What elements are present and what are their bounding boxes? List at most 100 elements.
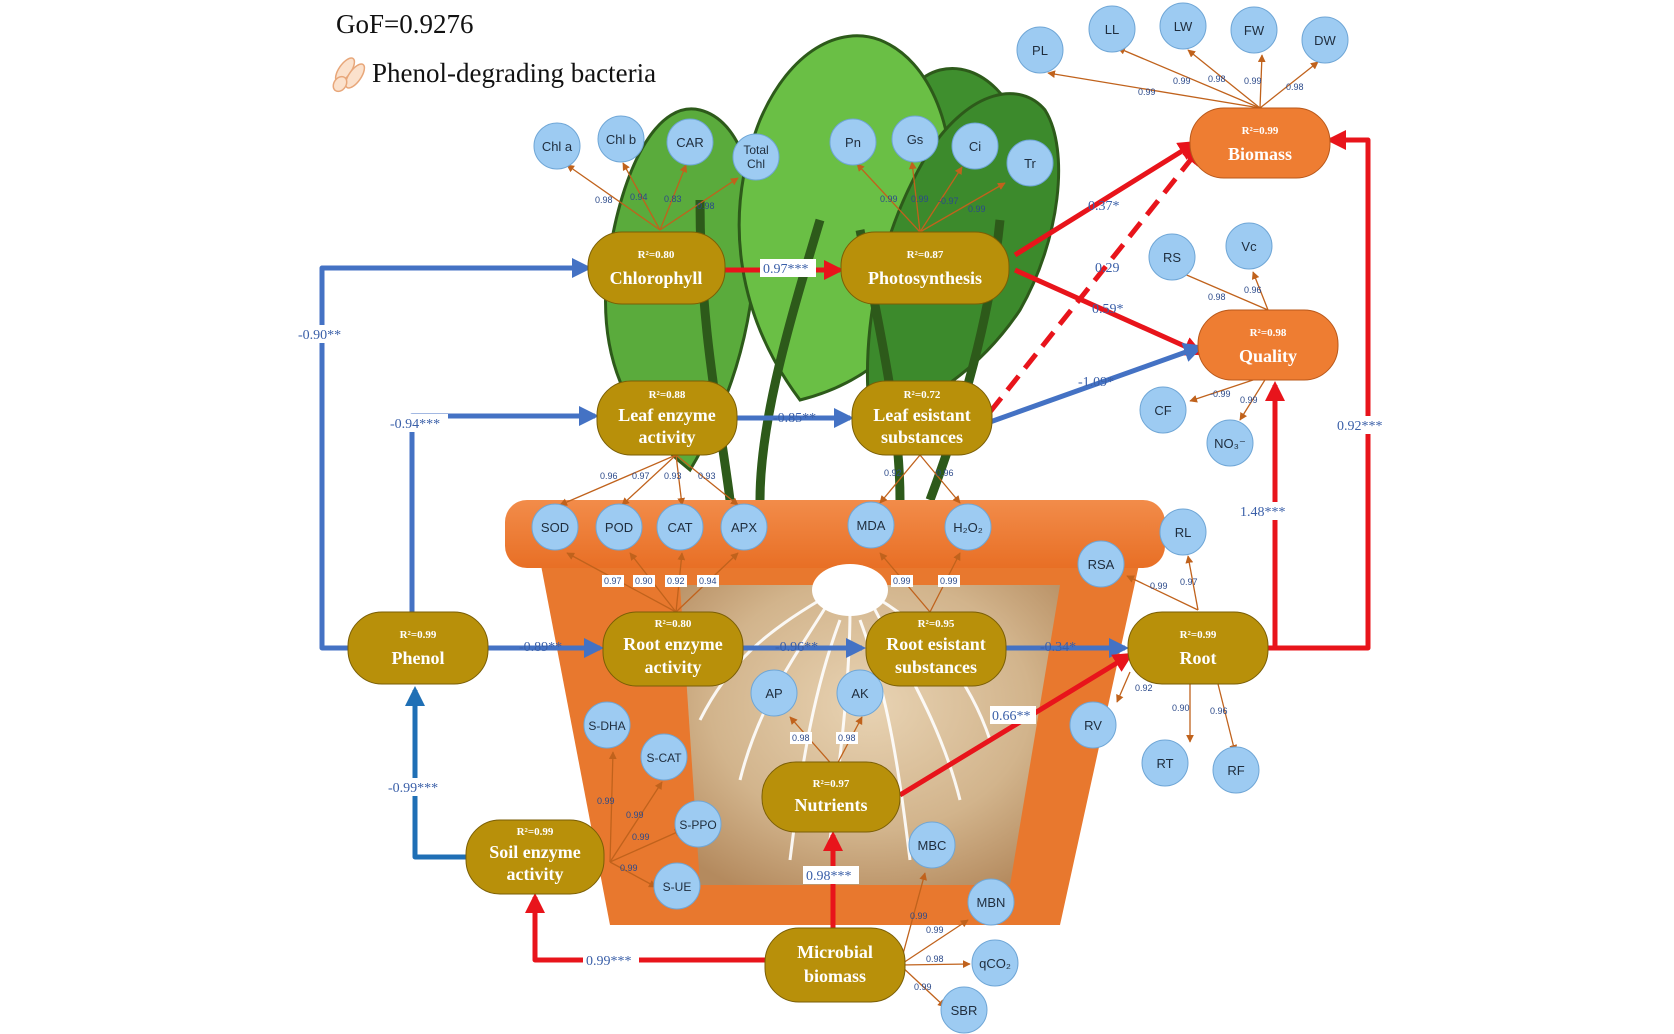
indicator-no3-label: NO₃⁻ (1214, 436, 1246, 451)
load-leaf-cat: 0.93 (664, 471, 682, 481)
latent-photosynthesis-r2: R²=0.87 (907, 249, 944, 261)
load-mbc: 0.99 (910, 911, 928, 921)
load-rs: 0.98 (1208, 292, 1226, 302)
indicator-rf-label: RF (1227, 763, 1244, 778)
indicator-qco2-label: qCO₂ (979, 956, 1011, 971)
legend-label: Phenol-degrading bacteria (372, 58, 656, 88)
latent-soil-enzyme-name-2: activity (507, 864, 564, 884)
latent-leaf-enzyme: R²=0.88 Leaf enzyme activity (596, 380, 738, 456)
indicator-no3: NO₃⁻ (1206, 419, 1254, 467)
load-cf: -0.99 (1210, 389, 1231, 399)
latent-photosynthesis-name: Photosynthesis (868, 268, 982, 288)
stem (755, 218, 825, 501)
indicator-ci-label: Ci (969, 139, 981, 154)
indicator-rsa: RSA (1077, 540, 1125, 588)
indicator-rf: RF (1212, 746, 1260, 794)
coef-micro-nutr: 0.98*** (806, 869, 852, 884)
indicator-gs-label: Gs (907, 132, 924, 147)
indicator-pl: PL (1016, 26, 1064, 74)
indicator-rs-label: RS (1163, 250, 1181, 265)
path-coefficients: 0.97*** 0.37* 0.29 0.59* -1.09* -0.85** … (294, 199, 1388, 969)
indicator-rsa-label: RSA (1088, 557, 1115, 572)
coef-leafres-quality: -1.09* (1078, 375, 1114, 390)
indicator-s-ppo-label: S-PPO (679, 818, 716, 832)
load-root-mda: 0.99 (893, 576, 911, 586)
indicator-mbc: MBC (908, 821, 956, 869)
indicator-mda-label: MDA (857, 518, 886, 533)
load-rsa: 0.99 (1150, 581, 1168, 591)
indicator-lw: LW (1159, 2, 1207, 50)
indicator-s-ue: S-UE (653, 862, 701, 910)
latent-leaf-enzyme-name-1: Leaf enzyme (618, 405, 715, 425)
indicator-ap: AP (750, 669, 798, 717)
indicator-rv: RV (1069, 701, 1117, 749)
coef-root-biomass: 0.92*** (1337, 419, 1383, 434)
coef-photo-biomass: 0.37* (1088, 199, 1120, 214)
load-rv: 0.92 (1135, 683, 1153, 693)
load-vc: 0.96 (1244, 285, 1262, 295)
indicator-chl-a: Chl a (533, 122, 581, 170)
indicator-chl-a-label: Chl a (542, 139, 573, 154)
latent-root-resistant-r2: R²=0.95 (918, 618, 955, 630)
coef-leafenz-leafres: -0.85** (773, 411, 816, 426)
indicator-cf-label: CF (1154, 403, 1171, 418)
coef-phenol-leafenz: -0.94*** (390, 417, 440, 432)
load-s-ppo: 0.99 (632, 832, 650, 842)
latent-root-r2: R²=0.99 (1180, 629, 1217, 641)
latent-root-enzyme-r2: R²=0.80 (655, 618, 692, 630)
indicator-total-chl-label-1: Total (743, 143, 768, 157)
load-lw: 0.98 (1208, 74, 1226, 84)
indicator-h2o2: H₂O₂ (944, 503, 992, 551)
load-ak: 0.98 (838, 733, 856, 743)
indicator-ak-label: AK (851, 686, 869, 701)
root-crown (812, 564, 888, 616)
latent-phenol-r2: R²=0.99 (400, 629, 437, 641)
latent-root-name: Root (1180, 648, 1217, 668)
load-chl-a: 0.98 (595, 195, 613, 205)
load-s-cat: 0.99 (626, 810, 644, 820)
load-rl: 0.97 (1180, 577, 1198, 587)
load-rt: 0.90 (1172, 703, 1190, 713)
coef-chl-photo: 0.97*** (763, 262, 809, 277)
bacteria-icon (332, 57, 366, 93)
indicator-tr: Tr (1006, 139, 1054, 187)
latent-microbial-name-2: biomass (804, 966, 866, 986)
load-leaf-mda: 0.92 (884, 468, 902, 478)
load-dw: 0.98 (1286, 82, 1304, 92)
load-root-pod: 0.90 (635, 576, 653, 586)
latent-biomass-name: Biomass (1228, 144, 1292, 164)
indicator-fw: FW (1230, 6, 1278, 54)
indicator-vc: Vc (1225, 222, 1273, 270)
latent-soil-enzyme: R²=0.99 Soil enzyme activity (465, 819, 605, 895)
latent-root-resistant-name-1: Root esistant (886, 634, 986, 654)
indicator-mbn: MBN (967, 878, 1015, 926)
latent-root-resistant-name-2: substances (895, 657, 977, 677)
latent-biomass-r2: R²=0.99 (1242, 125, 1279, 137)
load-sbr: 0.99 (914, 982, 932, 992)
latent-leaf-enzyme-name-2: activity (639, 427, 696, 447)
load-root-sod: 0.97 (604, 576, 622, 586)
indicator-pl-label: PL (1032, 43, 1048, 58)
indicator-pn-label: Pn (845, 135, 861, 150)
indicator-apx: APX (720, 503, 768, 551)
latent-microbial: Microbial biomass (764, 927, 906, 1003)
indicator-car-label: CAR (676, 135, 703, 150)
load-ci: -0.97 (938, 196, 959, 206)
latent-phenol-name: Phenol (391, 648, 444, 668)
indicator-ap-label: AP (765, 686, 782, 701)
indicator-ll-label: LL (1105, 22, 1119, 37)
indicator-s-dha-label: S-DHA (588, 719, 625, 733)
indicator-vc-label: Vc (1241, 239, 1257, 254)
latent-nutrients: R²=0.97 Nutrients (761, 761, 901, 833)
indicator-pod: POD (595, 503, 643, 551)
indicator-h2o2-label: H₂O₂ (953, 520, 983, 535)
root-enzyme-loading-labels: 0.97 0.90 0.92 0.94 0.99 0.99 (602, 575, 960, 587)
loading-values: 0.98 0.94 0.83 0.98 0.99 0.99 -0.97 0.99… (595, 74, 1304, 992)
indicator-apx-label: APX (731, 520, 757, 535)
indicator-lw-label: LW (1174, 19, 1193, 34)
load-total-chl: 0.98 (697, 201, 715, 211)
coef-micro-soil: 0.99*** (586, 954, 632, 969)
